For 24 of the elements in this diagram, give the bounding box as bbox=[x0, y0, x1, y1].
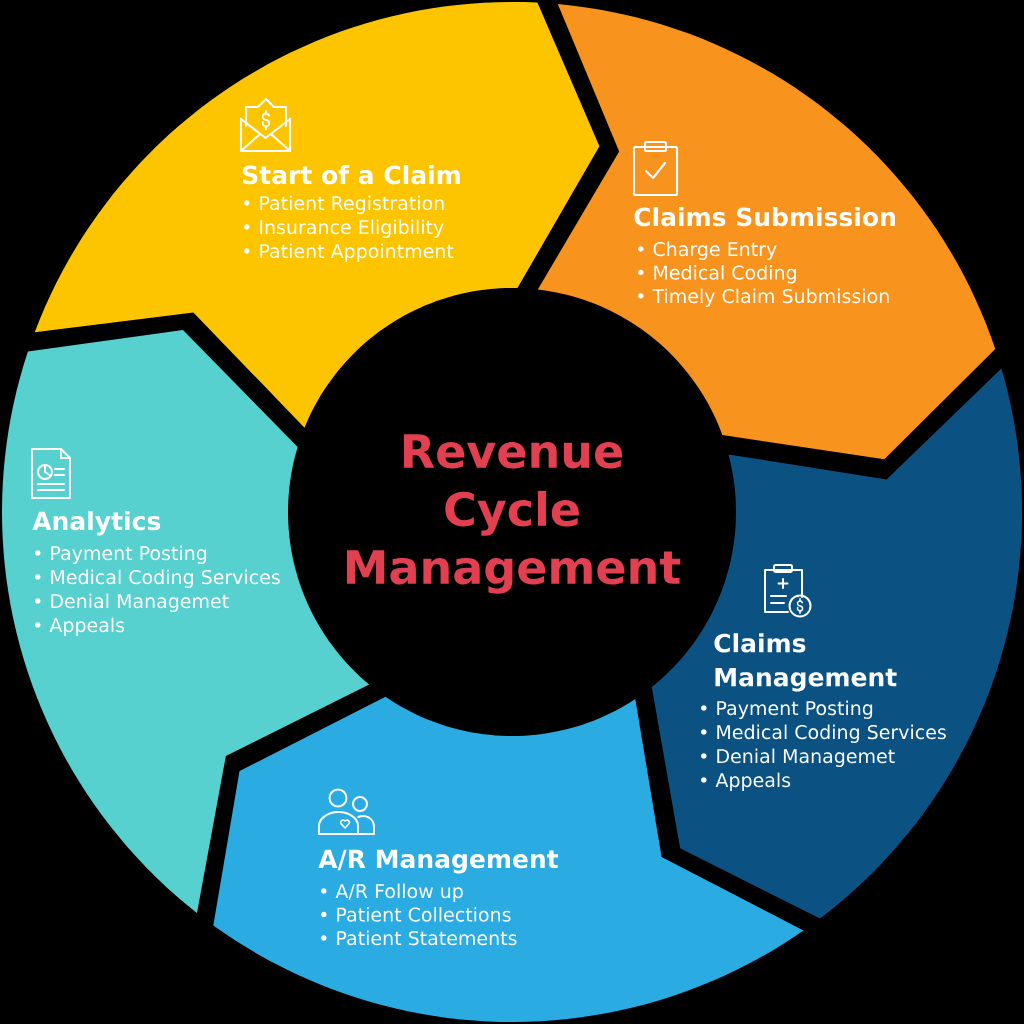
heading: Analytics bbox=[32, 511, 161, 536]
list-item: • A/R Follow up bbox=[321, 883, 463, 902]
list-item: • Medical Coding Services bbox=[701, 724, 946, 743]
list-item: • Medical Coding bbox=[638, 265, 796, 284]
list-item: • Medical Coding Services bbox=[35, 569, 280, 588]
heading: Claims Submission bbox=[634, 207, 895, 227]
list-item: • Patient Statements bbox=[321, 930, 517, 946]
list-item: • Insurance Eligibility bbox=[244, 219, 444, 238]
arrow-segment bbox=[34, 2, 600, 428]
list-item: • Payment Posting bbox=[701, 700, 873, 719]
list-item: • Charge Entry bbox=[638, 241, 777, 260]
list-item: • Patient Appointment bbox=[244, 243, 454, 262]
list-item: • Denial Managemet bbox=[35, 593, 229, 612]
list-item: • Payment Posting bbox=[35, 545, 207, 564]
heading: A/R Management bbox=[318, 849, 559, 874]
list-item: • Patient Collections bbox=[321, 907, 511, 922]
list-item: • Timely Claim Submission bbox=[638, 288, 889, 307]
heading: Start of a Claim bbox=[243, 165, 460, 185]
list-item: • Denial Managemet bbox=[701, 748, 895, 767]
center-title: Revenue Cycle Management bbox=[346, 434, 681, 594]
list-item: • Appeals bbox=[35, 617, 125, 636]
list-item: • Patient Registration bbox=[244, 195, 444, 214]
list-item: • Appeals bbox=[701, 772, 791, 791]
heading: Claims Management bbox=[714, 633, 897, 692]
